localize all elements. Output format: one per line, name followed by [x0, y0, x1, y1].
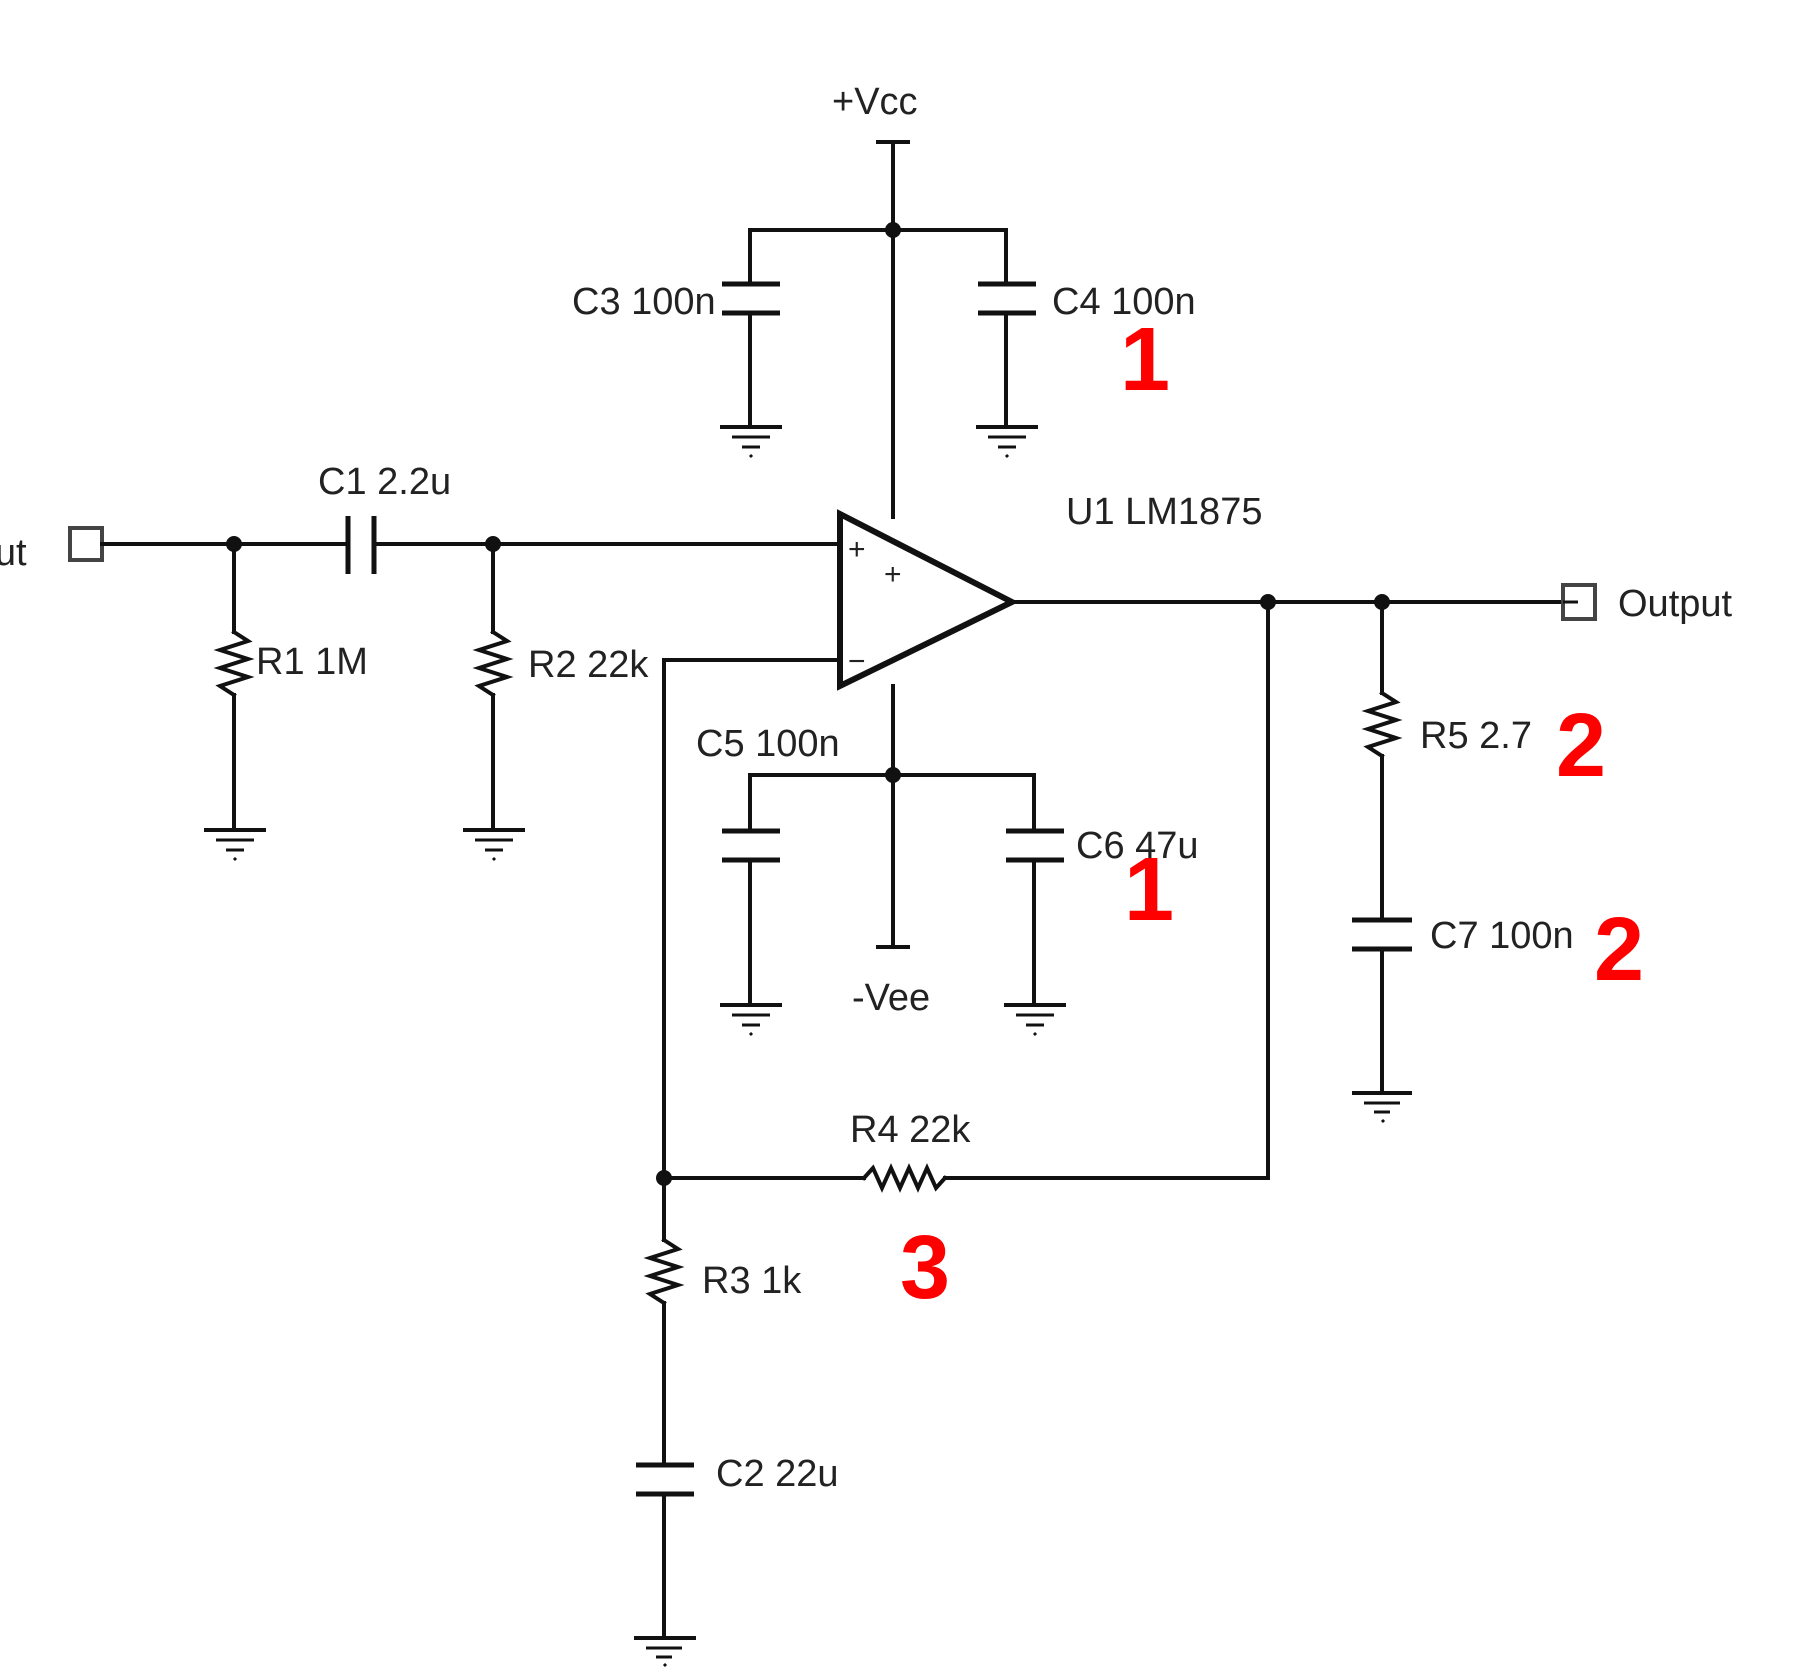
c1-label: C1 2.2u — [318, 461, 451, 503]
output-wiring — [1010, 594, 1565, 610]
ground-symbol — [976, 425, 1038, 459]
opamp-plus-pin: + — [848, 533, 866, 566]
resistor-r4 — [662, 1163, 1270, 1193]
resistor-r5 — [1361, 600, 1403, 922]
ground-symbol — [720, 1003, 782, 1037]
c5-label: C5 100n — [696, 723, 840, 765]
ground-symbol — [634, 1636, 696, 1668]
capacitor-c6 — [1004, 773, 1066, 1037]
input-port[interactable] — [68, 526, 104, 562]
vee-rail — [748, 684, 1036, 949]
feedback-wiring — [656, 600, 1270, 1186]
resistor-r1 — [204, 542, 266, 862]
r4-label: R4 22k — [850, 1109, 971, 1151]
resistor-r3 — [643, 1176, 685, 1467]
vee-label: -Vee — [852, 977, 930, 1019]
capacitor-c5 — [720, 773, 782, 1037]
ground-symbol — [204, 828, 266, 862]
capacitor-c3 — [720, 228, 782, 459]
c6-label: C6 47u — [1076, 825, 1199, 867]
c7-annotation: 2 — [1594, 900, 1644, 1000]
resistor-r2 — [463, 542, 525, 862]
r5-annotation: 2 — [1556, 696, 1606, 796]
c4-label: C4 100n — [1052, 281, 1196, 323]
r2-label: R2 22k — [528, 644, 649, 686]
input-wiring — [100, 516, 842, 574]
input-port-label: Input — [0, 532, 27, 574]
opamp-minus-pin: − — [848, 645, 866, 678]
ground-symbol — [1352, 1091, 1412, 1124]
r1-label: R1 1M — [256, 641, 368, 683]
c3-label: C3 100n — [572, 281, 716, 323]
c2-label: C2 22u — [716, 1453, 839, 1495]
r3-label: R3 1k — [702, 1260, 802, 1302]
opamp-triangle — [837, 509, 1019, 691]
capacitor-c7 — [1352, 917, 1412, 1124]
vcc-label: +Vcc — [832, 81, 918, 123]
ground-symbol — [463, 828, 525, 862]
r5-label: R5 2.7 — [1420, 715, 1532, 757]
c4-annotation: 1 — [1120, 310, 1170, 410]
output-port-label: Output — [1618, 583, 1733, 625]
vcc-rail — [748, 140, 1008, 519]
opamp-plus-supply-pin: + — [884, 558, 902, 591]
c6-annotation: 1 — [1124, 840, 1174, 940]
ground-symbol — [720, 425, 782, 459]
capacitor-c4 — [976, 228, 1038, 459]
ground-symbol — [1004, 1003, 1066, 1037]
c7-label: C7 100n — [1430, 915, 1574, 957]
capacitor-c2 — [634, 1462, 696, 1668]
r4-annotation: 3 — [900, 1218, 950, 1318]
opamp-label: U1 LM1875 — [1066, 491, 1262, 533]
